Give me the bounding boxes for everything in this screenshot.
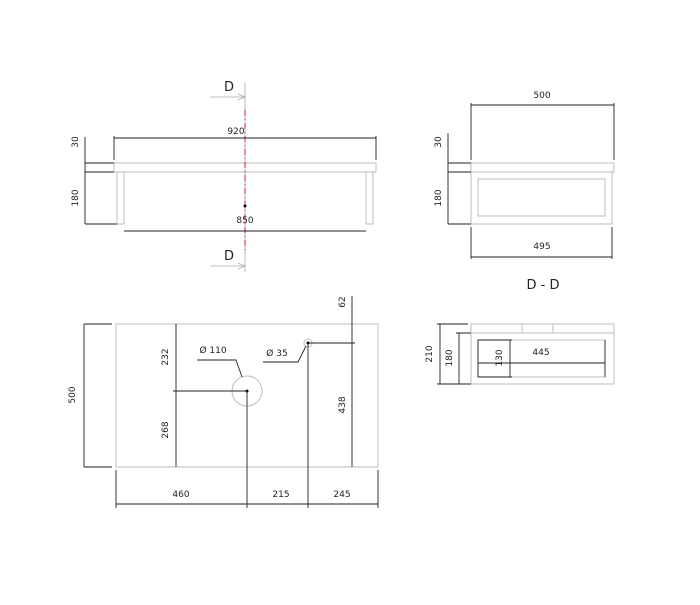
leader-large-hole <box>197 359 243 378</box>
dim-front-heights <box>84 137 117 225</box>
dim-label-side-180: 180 <box>434 189 444 206</box>
dim-label-30: 30 <box>71 136 81 148</box>
hatched-top-right <box>552 323 615 334</box>
side-top-slab <box>470 162 615 173</box>
side-body <box>470 171 613 225</box>
side-view: 500 495 30 180 D - D <box>434 91 615 293</box>
dim-label-445: 445 <box>532 348 549 358</box>
dim-plan-500 <box>83 323 112 468</box>
dim-label-section-180: 180 <box>445 349 455 366</box>
dim-label-215: 215 <box>272 490 289 500</box>
dim-445 <box>477 340 606 377</box>
center-point <box>243 204 247 208</box>
section-arrow-top <box>210 93 247 101</box>
front-left-leg <box>116 171 125 225</box>
dim-section-180 <box>456 332 471 384</box>
dim-large-hole <box>173 324 248 508</box>
dim-label-62: 62 <box>338 296 348 307</box>
dim-side-heights <box>447 133 471 225</box>
dim-label-268: 268 <box>161 421 171 438</box>
front-right-leg <box>365 171 374 225</box>
label-diameter-110: Ø 110 <box>199 345 226 356</box>
dim-130 <box>478 339 512 378</box>
side-panel <box>477 178 606 217</box>
dim-500 <box>470 103 615 160</box>
dim-label-460: 460 <box>172 490 189 500</box>
label-diameter-35: Ø 35 <box>266 348 287 359</box>
dim-label-850: 850 <box>236 216 253 226</box>
dim-label-side-30: 30 <box>434 136 444 148</box>
dim-label-plan-500: 500 <box>68 386 78 403</box>
dim-label-438: 438 <box>338 396 348 413</box>
dim-label-130: 130 <box>495 349 505 366</box>
section-view: 210 180 130 445 <box>425 323 615 385</box>
dim-label-210: 210 <box>425 345 435 362</box>
section-body <box>470 332 615 385</box>
dim-label-920: 920 <box>227 127 244 137</box>
dim-label-245: 245 <box>333 490 350 500</box>
leader-small-hole <box>263 345 307 363</box>
dim-label-232: 232 <box>161 348 171 365</box>
dim-small-hole <box>307 296 355 508</box>
section-label-top: D <box>224 80 234 95</box>
section-label-bottom: D <box>224 249 234 264</box>
hatched-top-left <box>470 323 523 334</box>
dim-210 <box>437 323 471 385</box>
dim-bottom-chain <box>115 470 379 508</box>
dim-920 <box>113 136 377 160</box>
dim-label-180: 180 <box>71 189 81 206</box>
plan-view: 500 232 268 Ø 110 Ø 35 62 438 460 215 24… <box>68 296 379 508</box>
section-arrow-bottom <box>210 262 247 270</box>
dim-495 <box>470 227 613 259</box>
dim-label-495: 495 <box>533 242 550 252</box>
section-title: D - D <box>527 278 560 293</box>
dim-label-500: 500 <box>533 91 550 101</box>
front-view: D D 920 850 30 180 <box>71 80 377 272</box>
